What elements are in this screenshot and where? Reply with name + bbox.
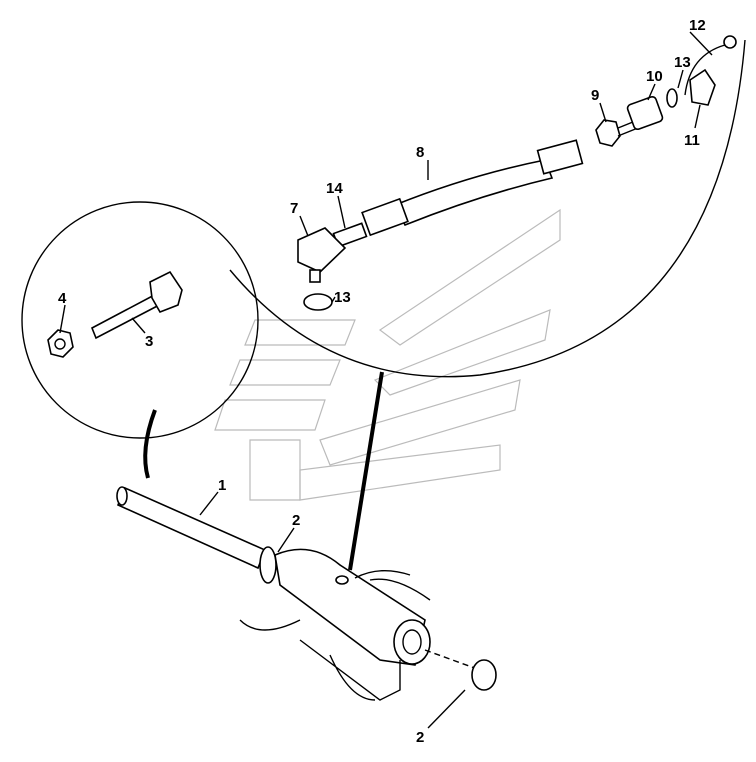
label-13-lower: 13	[334, 289, 351, 306]
axle-housing	[239, 548, 431, 701]
elbow-part-7	[297, 227, 347, 283]
watermark-logo	[214, 208, 561, 501]
nut-part-4	[47, 329, 74, 358]
label-11: 11	[684, 132, 700, 149]
bolt-part-3	[90, 270, 183, 340]
label-8: 8	[416, 144, 424, 161]
nut-part-9	[595, 119, 621, 147]
label-4: 4	[58, 290, 67, 307]
detail-circle	[21, 201, 259, 479]
washer-part-13	[303, 293, 333, 311]
label-2-lower: 2	[416, 729, 424, 746]
leader-lines	[59, 31, 713, 729]
clip-part-12	[684, 35, 737, 96]
label-3: 3	[145, 333, 153, 350]
label-10: 10	[646, 68, 663, 85]
label-13-upper: 13	[674, 54, 691, 71]
label-1: 1	[218, 477, 226, 494]
washer-part-13-upper	[666, 88, 678, 108]
washer-part-2-lower	[471, 659, 497, 691]
label-2-upper: 2	[292, 512, 300, 529]
pin-part-1	[116, 486, 267, 570]
label-14: 14	[326, 180, 343, 197]
label-12: 12	[689, 17, 706, 34]
label-9: 9	[591, 87, 599, 104]
detail-arc	[229, 39, 746, 378]
adapter-part-10	[626, 95, 664, 131]
hose-part-8	[361, 139, 584, 237]
label-7: 7	[290, 200, 298, 217]
washer-part-2-pin	[259, 546, 277, 584]
fitting-part-11	[689, 68, 716, 106]
